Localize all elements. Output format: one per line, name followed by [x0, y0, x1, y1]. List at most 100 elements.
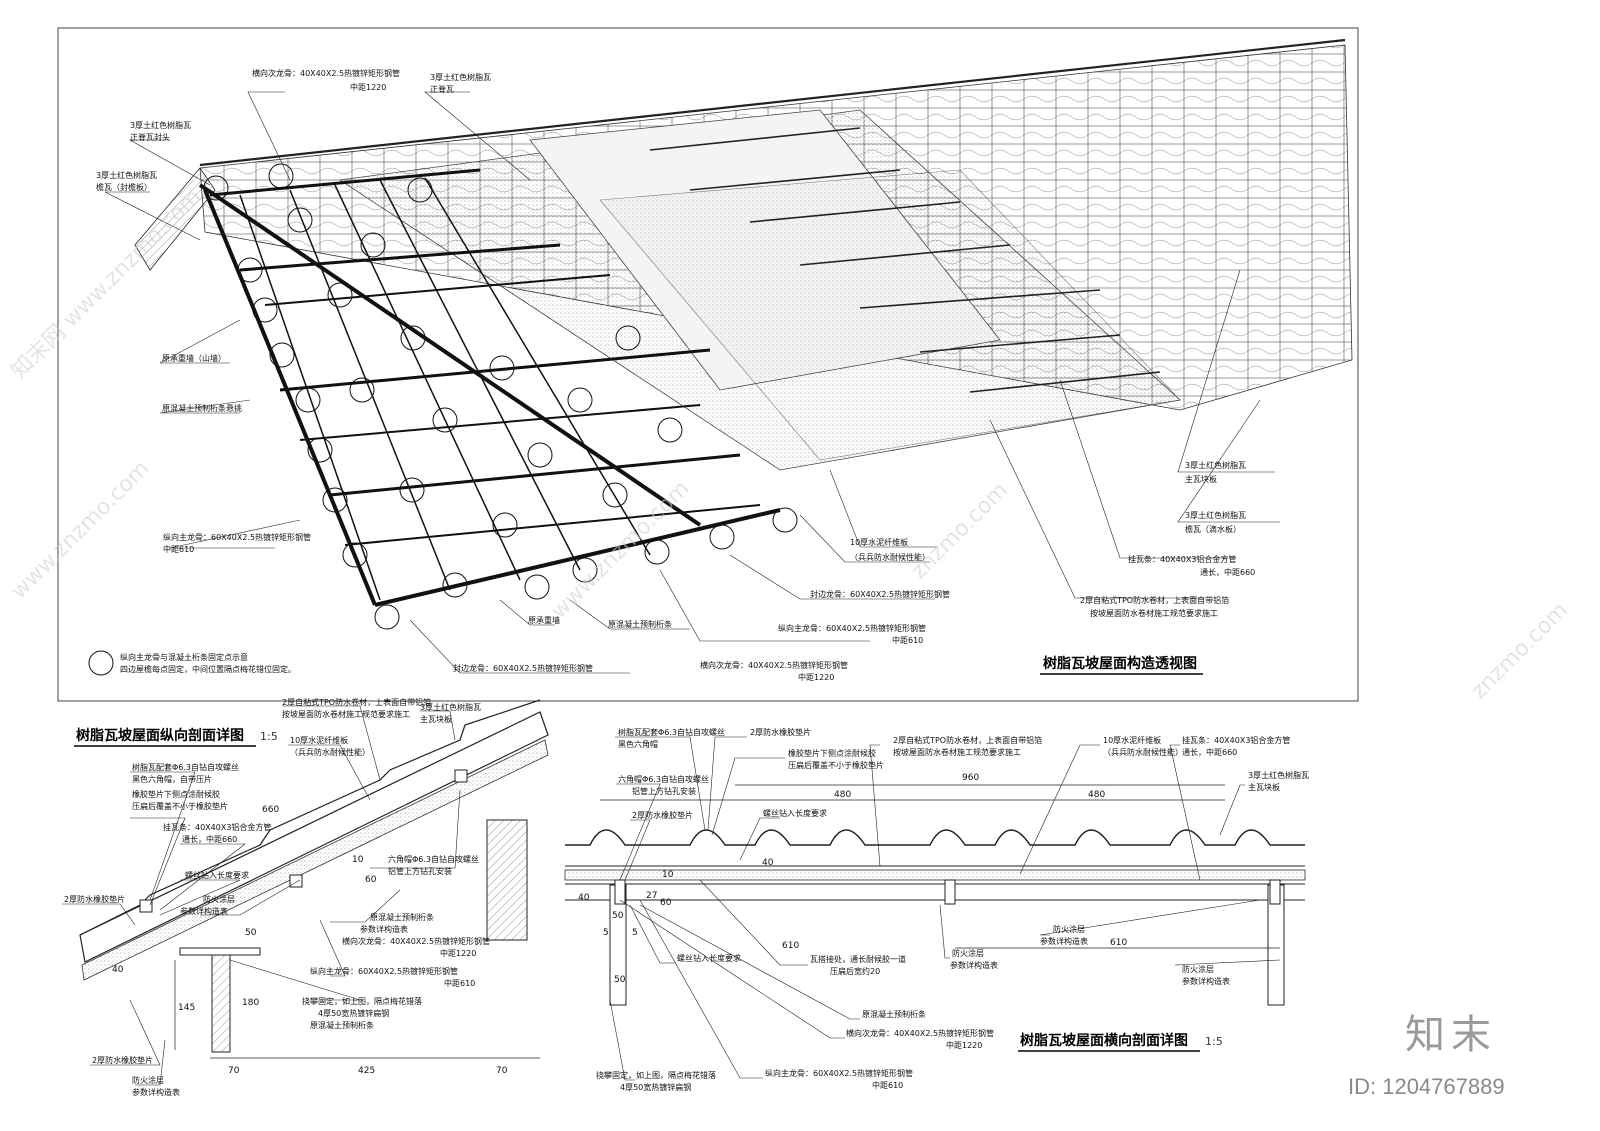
l-label-13a: 挠攀固定，如上图，隔点梅花错落 — [302, 996, 422, 1006]
long-label-group: 2厚自粘式TPO防水卷材，上表面自带铝箔 按坡屋面防水卷材施工规范要求施工 3厚… — [64, 697, 490, 1097]
long-dim-50: 50 — [245, 928, 257, 938]
long-dim-180: 180 — [242, 998, 259, 1008]
p-label-7a: 纵向主龙骨：60X40X2.5热镀锌矩形钢管 — [163, 532, 311, 542]
p-label-18a: 3厚土红色树脂瓦 — [1185, 460, 1246, 470]
l-label-11a: 横向次龙骨：40X40X2.5热镀锌矩形钢管 — [342, 936, 490, 946]
p-label-6: 原混凝土预制桁条悬挑 — [162, 403, 242, 413]
p-label-4a: 3厚土红色树脂瓦 — [96, 170, 157, 180]
l-label-9b: 参数详构造表 — [180, 906, 228, 916]
long-dim-145: 145 — [178, 1003, 195, 1013]
c-label-8: 2厚防水橡胶垫片 — [632, 810, 693, 820]
l-label-10b: 参数详构造表 — [360, 924, 408, 934]
p-label-18b: 主瓦块板 — [1185, 474, 1217, 484]
perspective-title: 树脂瓦坡屋面构造透视图 — [1043, 655, 1197, 672]
c-label-3b: 压扁后覆盖不小于橡胶垫片 — [788, 760, 884, 770]
perspective-view — [88, 38, 1353, 676]
l-label-7b: 铝管上方钻孔安装 — [388, 866, 452, 876]
long-tile-band — [79, 711, 549, 963]
cross-dim-960-text: 960 — [962, 773, 979, 783]
l-label-4b: 压扁后覆盖不小于橡胶垫片 — [132, 801, 228, 811]
l-label-11b: 中距1220 — [440, 948, 476, 958]
cross-dim-50b-text: 50 — [614, 975, 626, 985]
perspective-leaders — [104, 91, 1280, 674]
c-label-6b: 通长，中距660 — [1182, 747, 1237, 757]
l-label-4a: 橡胶垫片下侧点涂耐候胶 — [132, 789, 220, 799]
cross-batten-2 — [944, 879, 956, 905]
cross-tile-profile — [565, 829, 1305, 846]
l-label-12b: 中距610 — [444, 978, 475, 988]
c-label-13a: 防火涂层 — [952, 948, 984, 958]
l-label-3a: 树脂瓦配套Φ6.3自钻自攻螺丝 — [132, 762, 239, 772]
p-label-13a: 纵向主龙骨：60X40X2.5热镀锌矩形钢管 — [778, 623, 926, 633]
cross-dim-27-text: 27 — [646, 891, 657, 901]
c-label-1a: 六角帽Φ6.3自钻自攻螺丝 — [618, 774, 709, 784]
cross-batten-3 — [1269, 879, 1281, 905]
perspective-frame — [57, 27, 1359, 702]
p-label-19b: 檐瓦（滴水板） — [1185, 524, 1241, 534]
long-section-view — [79, 699, 549, 1059]
cross-dim-480b-text: 480 — [1088, 790, 1105, 800]
image-id: ID: 1204767889 — [1348, 1074, 1505, 1099]
p-label-1a: 横向次龙骨：40X40X2.5热镀锌矩形钢管 — [252, 68, 400, 78]
l-label-6: 螺丝钻入长度要求 — [185, 870, 249, 880]
legend-circle — [88, 650, 114, 676]
ridge-line — [199, 38, 1346, 167]
cross-leaders — [609, 736, 1281, 1081]
long-batten-2 — [289, 874, 303, 888]
cross-dim-610a-text: 610 — [782, 941, 799, 951]
c-label-3a: 橡胶垫片下侧点涂耐候胶 — [788, 748, 876, 758]
watermark-3: www.znzmo.com — [547, 476, 695, 624]
c-label-0a: 树脂瓦配套Φ6.3自钻自攻螺丝 — [618, 727, 725, 737]
c-label-14b: 参数详构造表 — [1182, 976, 1230, 986]
c-label-18b: 中距610 — [872, 1080, 903, 1090]
long-board-band — [81, 739, 549, 981]
c-label-2: 2厚防水橡胶垫片 — [750, 727, 811, 737]
c-label-13b: 参数详构造表 — [950, 960, 998, 970]
l-label-16b: 参数详构造表 — [132, 1087, 180, 1097]
p-label-8a: 纵向主龙骨与混凝土桁条固定点示意 — [120, 652, 248, 662]
long-section-scale: 1:5 — [260, 730, 278, 743]
p-label-16a: 2厚自粘式TPO防水卷材，上表面自带铝箔 — [1080, 595, 1229, 605]
cross-label-group: 树脂瓦配套Φ6.3自钻自攻螺丝 黑色六角帽 六角帽Φ6.3自钻自攻螺丝 铝管上方… — [596, 727, 1309, 1092]
c-label-16a: 横向次龙骨：40X40X2.5热镀锌矩形钢管 — [846, 1028, 994, 1038]
cross-batten-1 — [614, 879, 626, 905]
cross-board — [564, 869, 1306, 881]
c-label-5a: 10厚水泥纤维板 — [1103, 735, 1161, 745]
watermark-4: znzmo.com — [907, 478, 1013, 584]
p-label-19a: 3厚土红色树脂瓦 — [1185, 510, 1246, 520]
c-label-11a: 瓦搭接处，通长耐候胶一道 — [810, 954, 906, 964]
long-leaders — [62, 705, 461, 1086]
p-label-12b: 中距1220 — [798, 672, 834, 682]
long-dim-10: 10 — [352, 855, 364, 865]
p-label-17b: 通长，中距660 — [1200, 567, 1255, 577]
watermark-2: www.znzmo.com — [7, 456, 155, 604]
long-dim-660: 660 — [262, 805, 279, 815]
c-label-11b: 压扁后宽约20 — [830, 966, 880, 976]
cross-dim-40a-text: 40 — [578, 893, 590, 903]
c-label-7a: 3厚土红色树脂瓦 — [1248, 770, 1309, 780]
l-label-3b: 黑色六角帽，自带压片 — [132, 774, 212, 784]
watermark-5: znzmo.com — [1467, 598, 1573, 704]
p-label-10: 原承重墙 — [528, 615, 560, 625]
p-label-15b: （兵兵防水耐候性能） — [850, 552, 930, 562]
long-beam-1 — [211, 951, 231, 1053]
c-label-17b: 4厚50宽热镀锌扁钢 — [620, 1082, 691, 1092]
c-label-18a: 纵向主龙骨：60X40X2.5热镀锌矩形钢管 — [765, 1068, 913, 1078]
p-label-12a: 横向次龙骨：40X40X2.5热镀锌矩形钢管 — [700, 660, 848, 670]
l-label-14: 原混凝土预制桁条 — [310, 1020, 374, 1030]
l-label-2a: 10厚水泥纤维板 — [290, 735, 348, 745]
l-label-16a: 防火涂层 — [132, 1075, 164, 1085]
membrane-sheet-2 — [599, 169, 1181, 461]
p-label-8b: 四边屋檐每点固定，中间位置隔点梅花错位固定。 — [120, 664, 296, 674]
brand-logo-text: 知末 — [1405, 1012, 1497, 1058]
p-label-4b: 檐瓦（封檐板） — [96, 182, 152, 192]
long-wall — [486, 819, 528, 941]
cross-dim-610b-text: 610 — [1110, 938, 1127, 948]
steel-grid — [198, 168, 781, 607]
long-dim-70a: 70 — [228, 1066, 240, 1076]
long-dim-40: 40 — [112, 965, 124, 975]
l-label-15: 2厚防水橡胶垫片 — [92, 1055, 153, 1065]
gable-eaves — [134, 167, 216, 271]
c-label-9: 螺丝钻入长度要求 — [763, 808, 827, 818]
l-label-2b: （兵兵防水耐候性能） — [290, 747, 370, 757]
